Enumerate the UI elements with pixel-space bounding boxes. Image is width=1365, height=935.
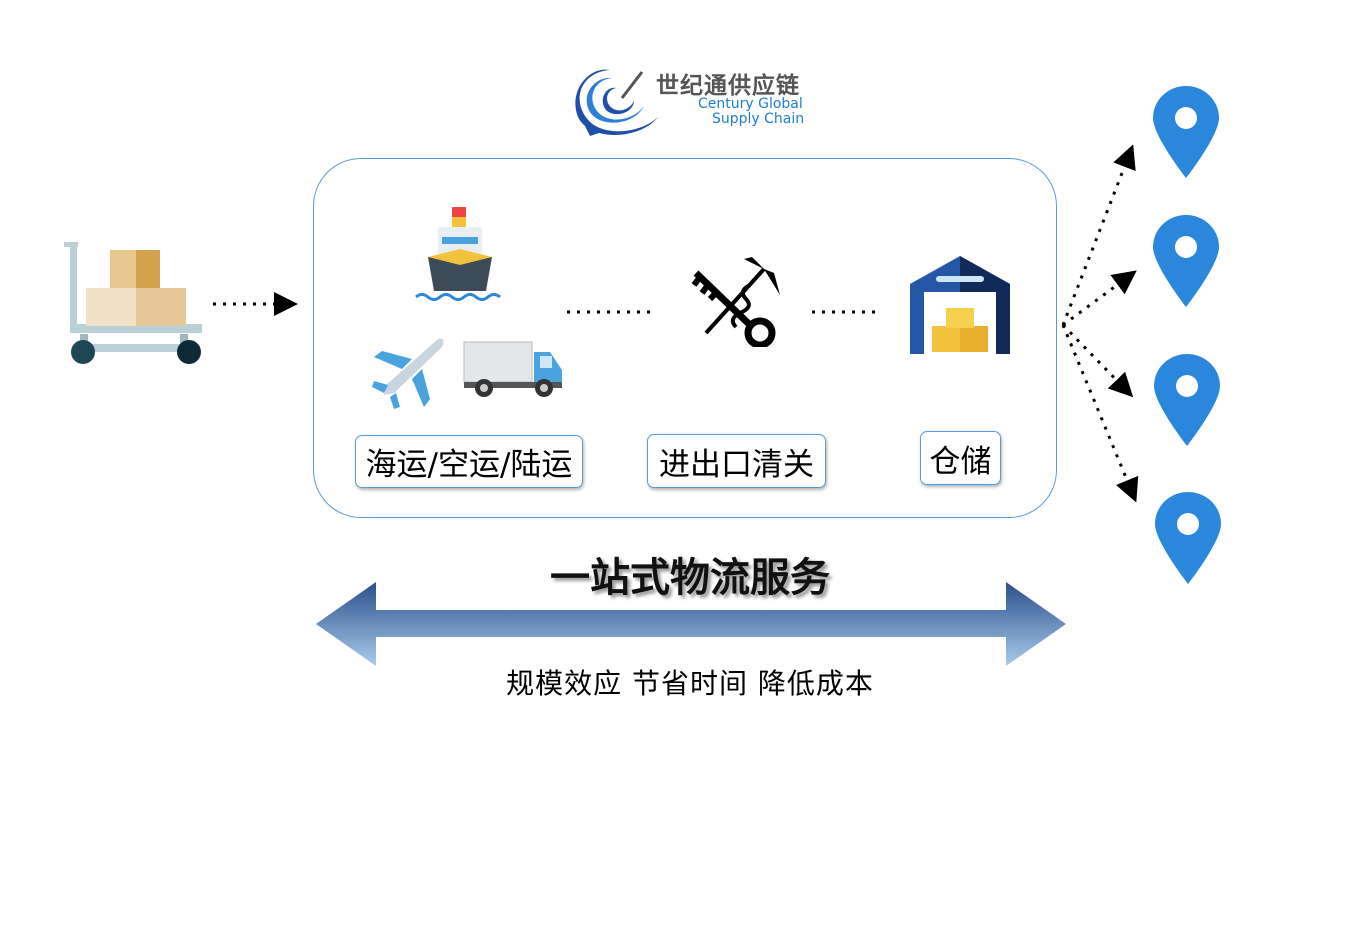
service-label-transport: 海运/空运/陆运 (355, 435, 583, 488)
services-panel (313, 158, 1057, 518)
location-pin-icon (1153, 86, 1219, 178)
airplane-icon (372, 338, 444, 409)
location-pin-icon (1154, 354, 1220, 446)
tagline: 规模效应 节省时间 降低成本 (506, 667, 874, 700)
arrow-to-destination-3 (1061, 323, 1134, 398)
service-label-warehousing: 仓储 (920, 431, 1001, 485)
truck-icon (463, 341, 562, 397)
location-pin-icon (1153, 215, 1219, 307)
arrow-to-destination-1 (1061, 144, 1136, 326)
location-pins (1153, 86, 1221, 584)
arrow-to-destination-2 (1062, 270, 1137, 327)
double-headed-arrow (316, 582, 1066, 666)
arrow-to-destination-4 (1061, 324, 1139, 503)
customs-key-caduceus-icon (691, 257, 780, 347)
service-label-customs: 进出口清关 (647, 434, 826, 488)
cart-with-boxes-icon (64, 242, 202, 364)
ship-icon (415, 207, 501, 301)
warehouse-icon (910, 256, 1010, 354)
logo-name-en-2: Supply Chain (712, 111, 805, 127)
headline: 一站式物流服务 (550, 554, 830, 601)
logo-mark-icon (575, 69, 658, 136)
location-pin-icon (1155, 492, 1221, 584)
logo-name-cn: 世纪通供应链 (656, 73, 800, 99)
logo-name-en-1: Century Global (698, 96, 803, 112)
